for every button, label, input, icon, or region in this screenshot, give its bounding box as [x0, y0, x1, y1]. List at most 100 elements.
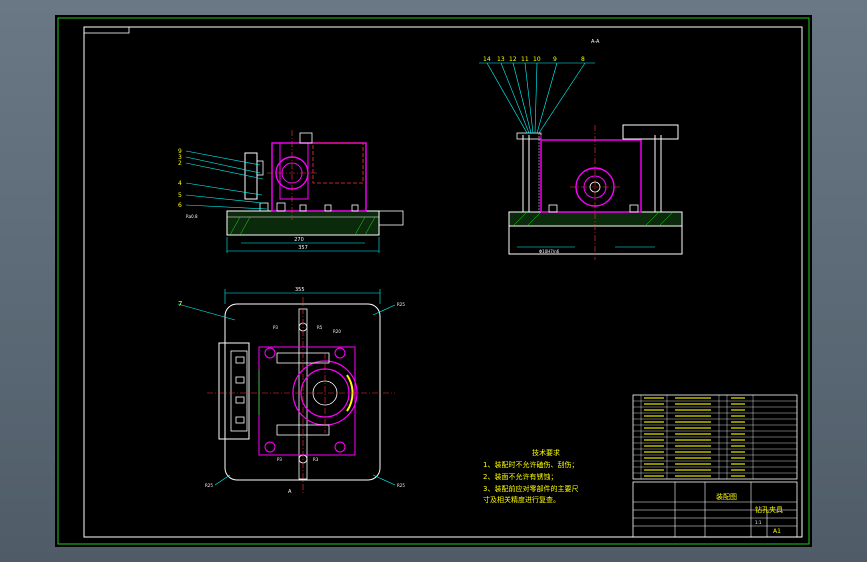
bom-cell-name — [675, 445, 711, 447]
section-balloon-9: 9 — [553, 56, 557, 63]
section-balloon-14: 14 — [483, 56, 491, 63]
plan-label-p2: P3 — [277, 457, 282, 462]
plan-label-r-bl: R25 — [205, 483, 213, 488]
bom-cell-code — [644, 439, 664, 441]
plan-label-bottom: A — [288, 489, 292, 495]
title-drawing-name: 钻孔夹具 — [755, 505, 783, 514]
front-balloon-9: 9 — [178, 148, 182, 155]
section-dim: Φ10H7/n6 — [539, 249, 560, 254]
front-dim-357: 357 — [298, 245, 308, 251]
plan-view — [177, 289, 396, 493]
title-scale: 1:1 — [755, 520, 762, 525]
code-box — [83, 26, 130, 34]
front-balloon-5: 5 — [178, 192, 182, 199]
bom-cell-code — [644, 397, 664, 399]
notes-line-1: 1、装配时不允许磕伤、刮伤； — [483, 460, 578, 469]
outer-border — [57, 17, 810, 545]
bom-cell-code — [644, 451, 664, 453]
section-balloon-group: 14 13 12 11 10 9 8 — [483, 56, 585, 63]
section-view — [479, 62, 683, 260]
section-leader — [536, 62, 558, 134]
front-leader — [185, 156, 261, 174]
bom-cell-name — [675, 469, 711, 471]
bom-cell-code — [644, 463, 664, 465]
bom-cell-material — [731, 445, 745, 447]
front-balloon-6: 6 — [178, 202, 182, 209]
plan-label-r-tl: R20 — [333, 329, 341, 334]
front-leader — [185, 182, 263, 196]
section-leader — [538, 62, 586, 134]
inner-border — [83, 26, 803, 538]
plan-label-r-tr: R25 — [397, 302, 405, 307]
bom-cell-material — [731, 457, 745, 459]
bom-cell-name — [675, 463, 711, 465]
plan-balloon-7: 7 — [178, 300, 182, 308]
section-leader — [524, 62, 534, 134]
bom-cell-code — [644, 433, 664, 435]
bom-cell-material — [731, 463, 745, 465]
section-leader — [512, 62, 532, 134]
bom-cell-material — [731, 409, 745, 411]
section-balloon-11: 11 — [521, 56, 529, 63]
bom-cell-name — [675, 439, 711, 441]
front-small-note: Ra0.8 — [186, 214, 198, 219]
front-balloon-2: 2 — [178, 160, 182, 167]
bom-cell-code — [644, 427, 664, 429]
bom-cell-name — [675, 475, 711, 477]
front-leader — [185, 162, 264, 180]
section-balloon-8: 8 — [581, 56, 585, 63]
bom-cell-material — [731, 433, 745, 435]
bom-cell-name — [675, 433, 711, 435]
bom-cell-code — [644, 445, 664, 447]
technical-requirements: 技术要求 1、装配时不允许磕伤、刮伤； 2、装面不允许有锈蚀； 3、装配前应对零… — [483, 448, 578, 504]
front-balloon-4: 4 — [178, 180, 182, 187]
bom-cell-name — [675, 403, 711, 405]
bom-cell-code — [644, 469, 664, 471]
front-view — [185, 130, 404, 253]
bom-cell-material — [731, 421, 745, 423]
notes-title: 技术要求 — [532, 448, 560, 457]
bom-table — [632, 394, 798, 480]
front-balloon-3: 3 — [178, 154, 182, 161]
bom-cell-name — [675, 457, 711, 459]
bom-cell-code — [644, 409, 664, 411]
section-balloon-10: 10 — [533, 56, 541, 63]
bom-cell-name — [675, 409, 711, 411]
plan-label-p1: P3 — [273, 325, 278, 330]
title-block: 装配图 钻孔夹具 1:1 A1 — [632, 481, 798, 538]
bom-cell-material — [731, 415, 745, 417]
bom-cell-material — [731, 403, 745, 405]
bom-cell-code — [644, 421, 664, 423]
bom-cell-name — [675, 397, 711, 399]
bom-cell-name — [675, 421, 711, 423]
front-dim-270: 270 — [294, 237, 304, 243]
bom-cell-material — [731, 451, 745, 453]
section-leader — [534, 62, 538, 134]
section-label: A-A — [591, 39, 600, 45]
plan-label-p4: R5 — [317, 325, 323, 330]
notes-line-3: 3、装配前应对零部件的主要尺 — [483, 484, 578, 493]
front-leader — [185, 194, 264, 204]
section-balloon-13: 13 — [497, 56, 505, 63]
front-leader — [185, 150, 261, 166]
bom-cell-name — [675, 415, 711, 417]
bom-cell-code — [644, 475, 664, 477]
bom-cell-name — [675, 427, 711, 429]
title-assembly-label: 装配图 — [716, 492, 737, 501]
front-leader — [185, 204, 268, 210]
title-sheet-size: A1 — [773, 528, 781, 535]
bom-cell-material — [731, 397, 745, 399]
bom-cell-code — [644, 403, 664, 405]
front-balloon-group: 932 4 5 6 — [178, 148, 182, 209]
notes-line-2: 2、装面不允许有锈蚀； — [483, 472, 557, 481]
section-balloon-12: 12 — [509, 56, 517, 63]
section-leader — [500, 62, 530, 134]
bom-cell-material — [731, 439, 745, 441]
notes-line-4: 寸及相关精度进行复查。 — [483, 495, 560, 504]
bom-cell-material — [731, 427, 745, 429]
bom-cell-name — [675, 451, 711, 453]
bom-cell-code — [644, 415, 664, 417]
